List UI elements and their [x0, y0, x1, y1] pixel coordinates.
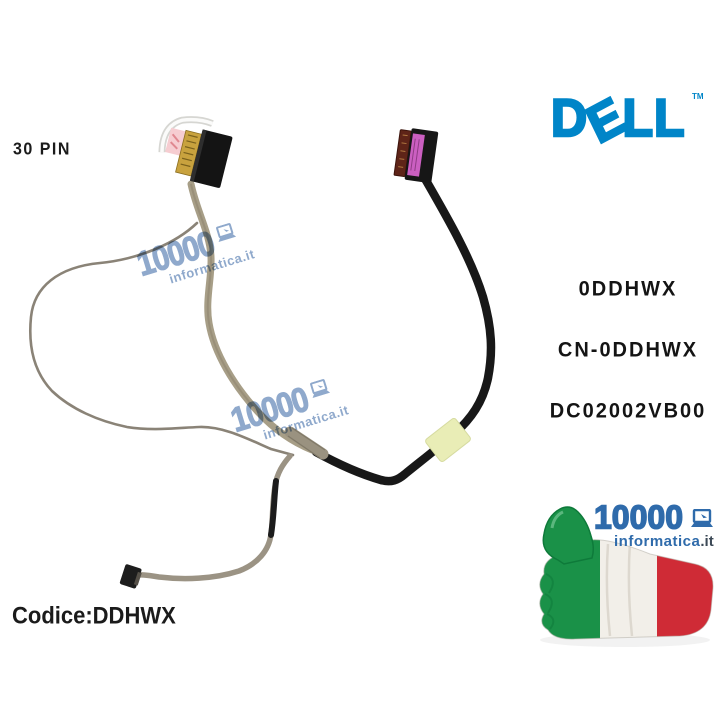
- dell-letter: L: [653, 88, 686, 148]
- motherboard-connector: [393, 128, 439, 184]
- dell-logo: DELL: [550, 84, 686, 155]
- dell-letter: L: [621, 88, 655, 148]
- seller-logo-domain: informatica.it: [614, 534, 714, 549]
- seller-domain-tld: .it: [700, 533, 714, 550]
- watermark: 10000 informatica.it: [132, 214, 271, 294]
- laptop-icon: [690, 508, 714, 534]
- camera-connector: [119, 564, 142, 589]
- part-number: CN-0DDHWX: [557, 338, 699, 362]
- laptop-icon: [308, 378, 334, 405]
- seller-domain-name: informatica: [614, 533, 701, 550]
- dell-letter: D: [550, 88, 589, 148]
- junction-strands: [287, 427, 326, 459]
- pin-count-label: 30 PIN: [13, 140, 71, 159]
- edge-pins: [393, 129, 412, 178]
- camera-cable-black-segment: [268, 478, 279, 538]
- lcd-connector-30pin: [158, 116, 233, 188]
- laptop-icon: [214, 222, 240, 249]
- trademark-symbol: TM: [692, 92, 704, 101]
- camera-wire-loop: [29, 221, 295, 457]
- watermark: 10000 informatica.it: [226, 370, 365, 450]
- product-code-caption: Codice:DDHWX: [12, 602, 176, 629]
- thumbs-up-italian-flag: [539, 506, 714, 647]
- camera-cable: [131, 453, 293, 582]
- seller-logo: 10000 informatica.it: [530, 470, 724, 660]
- display-cable-black: [311, 172, 496, 486]
- wrap-label-yellow: [425, 417, 471, 463]
- pink-label: [165, 127, 186, 156]
- thumb: [542, 506, 595, 565]
- junction-wrap: [284, 426, 329, 460]
- lcd-cable-shade: [190, 183, 260, 414]
- part-number: 0DDHWX: [578, 277, 678, 301]
- seller-logo-number: 10000: [593, 497, 683, 536]
- part-number: DC02002VB00: [549, 399, 707, 423]
